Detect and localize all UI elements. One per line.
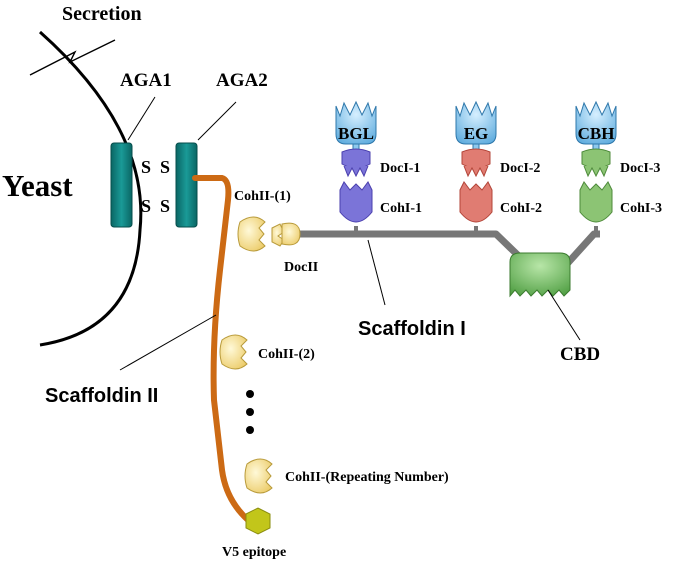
scaffoldin-ii-leader [119, 314, 217, 371]
secretion-arrow [29, 39, 116, 76]
cohesin-ii-repeat [244, 458, 273, 494]
dockerin-ii [271, 222, 301, 247]
cohii-2-label: CohII-(2) [258, 347, 315, 362]
cohii-1-label: CohII-(1) [234, 189, 291, 204]
aga1-leader [127, 96, 156, 141]
scaffoldin-ii-chain [192, 175, 251, 523]
enzyme-name-label: EG [464, 124, 489, 143]
disulfide-s: S [160, 157, 170, 177]
catalytic-domain-icon [575, 100, 617, 145]
cohesin-label: CohI-3 [620, 201, 662, 216]
cohesin-i-icon [339, 181, 373, 223]
dockerin-label: DocI-3 [620, 161, 660, 176]
cohesin-label: CohI-1 [380, 201, 422, 216]
catalytic-domain-icon [455, 100, 497, 145]
cohesin-label: CohI-2 [500, 201, 542, 216]
dockerin-foot [583, 165, 609, 178]
dockerin-i-icon [341, 148, 371, 169]
disulfide-s: S [160, 196, 170, 216]
enzyme-name-label: CBH [578, 124, 615, 143]
cbd-label: CBD [560, 344, 600, 365]
ellipsis-dot [246, 426, 254, 434]
disulfide-s: S [141, 196, 151, 216]
cbd-domain [509, 252, 571, 298]
dockerin-foot [343, 165, 369, 178]
aga2-anchor [175, 142, 198, 228]
scaffoldin-i-leader [367, 239, 386, 306]
dockerin-i-icon [461, 148, 491, 169]
cohesin-ii-1 [237, 216, 266, 252]
aga1-label: AGA1 [120, 70, 172, 91]
dockerin-label: DocI-2 [500, 161, 540, 176]
aga1-anchor [110, 142, 133, 228]
aga2-leader [197, 101, 237, 141]
v5-epitope-tag [245, 507, 271, 535]
yeast-label: Yeast [2, 168, 73, 203]
ellipsis-dot [246, 390, 254, 398]
dockerin-label: DocI-1 [380, 161, 420, 176]
dockerin-foot [463, 165, 489, 178]
v5-epitope-label: V5 epitope [222, 545, 286, 560]
enzyme-name-label: BGL [338, 124, 374, 143]
scaffoldin-i-label: Scaffoldin I [358, 318, 466, 340]
secretion-label: Secretion [62, 3, 142, 25]
dockerin-i-icon [581, 148, 611, 169]
docii-label: DocII [284, 260, 318, 275]
catalytic-domain-icon [335, 100, 377, 145]
ellipsis-dot [246, 408, 254, 416]
cohii-repeat-label: CohII-(Repeating Number) [285, 470, 449, 485]
cohesin-i-icon [459, 181, 493, 223]
cell-wall [39, 30, 143, 347]
cohesin-i-icon [579, 181, 613, 223]
cbd-leader [547, 289, 581, 341]
scaffoldin-ii-label: Scaffoldin II [45, 385, 158, 407]
disulfide-s: S [141, 157, 151, 177]
cohesin-ii-2 [219, 334, 248, 370]
cohesin-stems [354, 226, 598, 234]
aga2-label: AGA2 [216, 70, 268, 91]
